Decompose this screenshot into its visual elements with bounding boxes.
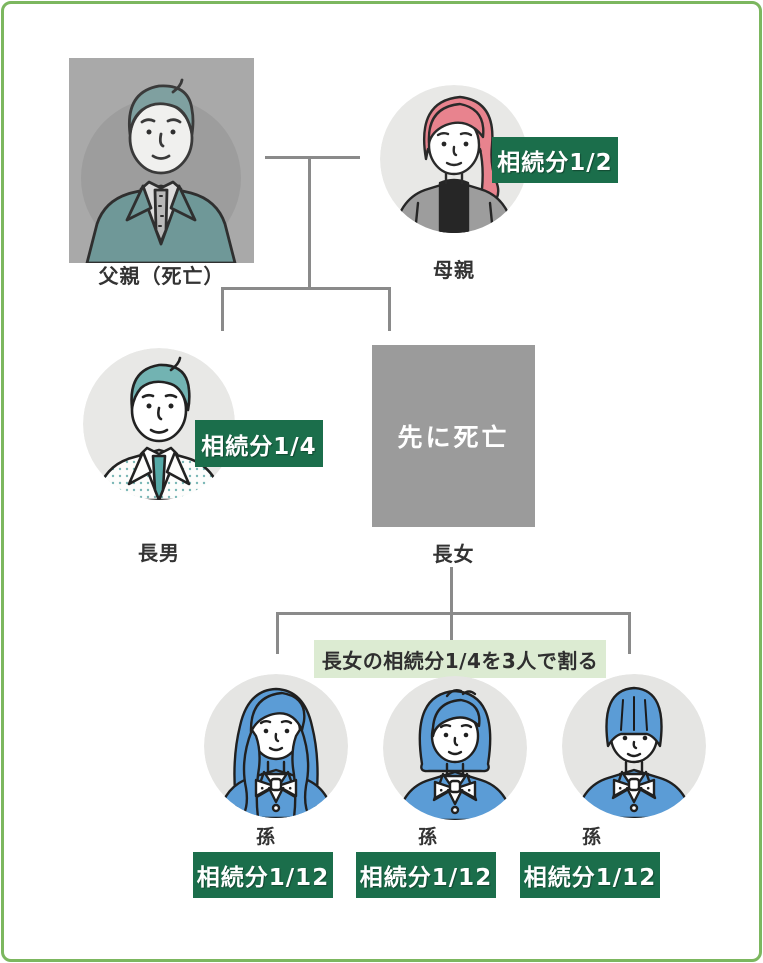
grandchild2-illustration xyxy=(383,676,527,820)
grandchildren-branch-line xyxy=(276,612,631,615)
grandchild2-avatar xyxy=(383,676,527,820)
grandchild1-branch-tick xyxy=(276,612,279,654)
split-note: 長女の相続分1/4を3人で割る xyxy=(314,640,606,678)
mother-share-badge: 相続分1/2 xyxy=(492,137,618,183)
parents-drop-line xyxy=(308,156,311,290)
son-branch-tick xyxy=(221,287,224,331)
son-share-badge: 相続分1/4 xyxy=(195,420,323,467)
son-label: 長男 xyxy=(138,541,180,565)
daughter-status-box: 先に死亡 xyxy=(372,345,535,527)
grandchild3-share-badge: 相続分1/12 xyxy=(520,852,660,898)
father-label: 父親（死亡） xyxy=(98,264,225,288)
grandchild1-share-badge: 相続分1/12 xyxy=(193,852,333,898)
grandchild3-illustration xyxy=(562,674,706,818)
father-photo xyxy=(69,58,254,263)
grandchild3-branch-tick xyxy=(628,612,631,654)
father-illustration xyxy=(81,78,241,263)
mother-avatar xyxy=(380,85,528,233)
grandchild3-label: 孫 xyxy=(581,826,602,848)
grandchild2-share-badge: 相続分1/12 xyxy=(356,852,496,898)
mother-illustration xyxy=(380,85,528,233)
grandchild1-label: 孫 xyxy=(255,826,276,848)
grandchild1-avatar xyxy=(204,674,348,818)
grandchild3-avatar xyxy=(562,674,706,818)
daughter-drop-line xyxy=(450,567,453,641)
mother-label: 母親 xyxy=(433,258,475,282)
daughter-branch-tick xyxy=(388,287,391,331)
marriage-line xyxy=(265,156,360,159)
grandchild2-label: 孫 xyxy=(417,826,438,848)
children-branch-line xyxy=(221,287,391,290)
daughter-label: 長女 xyxy=(432,542,475,566)
grandchild1-illustration xyxy=(204,674,348,818)
